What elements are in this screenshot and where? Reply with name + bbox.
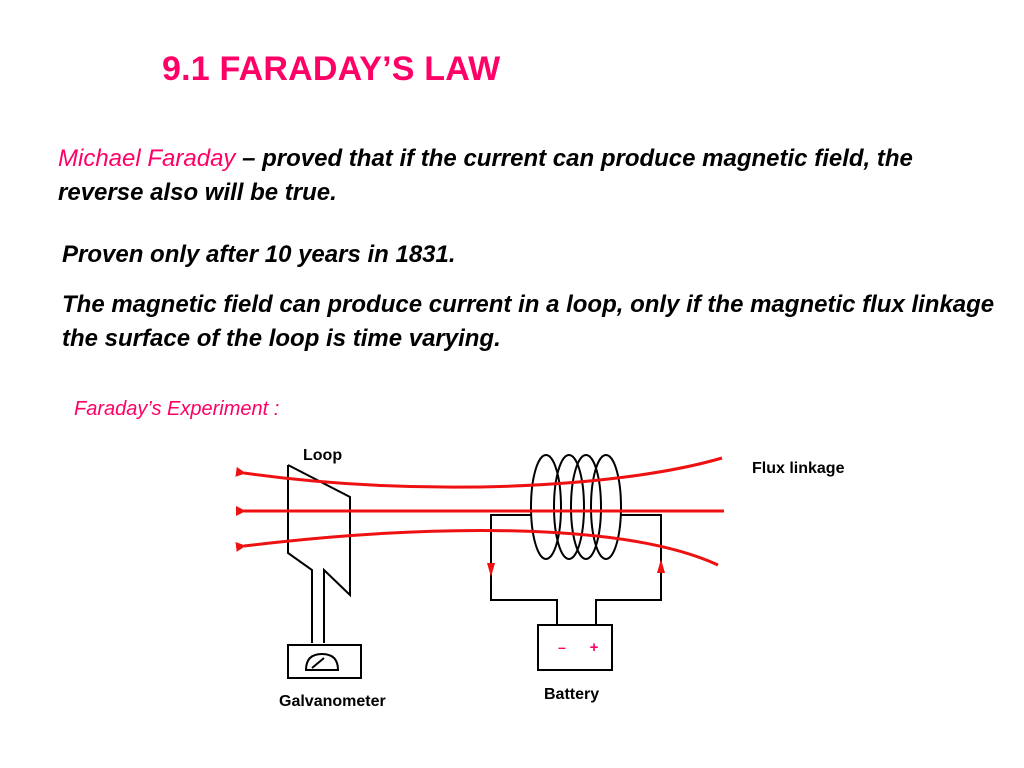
flux-lines [235, 456, 724, 567]
right-wire [595, 514, 662, 625]
flux-linkage-label: Flux linkage [752, 460, 845, 477]
coil-turn [590, 454, 622, 560]
coil [530, 454, 622, 560]
galvanometer-label: Galvanometer [279, 693, 386, 710]
page-title: 9.1 FARADAY’S LAW [162, 50, 501, 88]
battery-plus: + [590, 639, 599, 656]
coil-turn [553, 454, 585, 560]
statement-paragraph: The magnetic field can produce current i… [62, 291, 995, 352]
arrow-up-icon [657, 559, 665, 573]
intro-paragraph: Michael Faraday – proved that if the cur… [58, 142, 978, 210]
coil-turn [530, 454, 562, 560]
current-arrows [487, 559, 665, 577]
battery-circuit [490, 514, 662, 625]
faraday-name: Michael Faraday [58, 145, 236, 172]
battery-label: Battery [544, 686, 599, 703]
galvanometer-box [287, 644, 362, 679]
galvanometer-dial-icon [304, 652, 340, 671]
flux-line-bottom [235, 528, 719, 567]
loop-label: Loop [303, 447, 342, 464]
intro-text: – proved that if the current can produce… [58, 145, 913, 206]
battery-box [537, 624, 613, 671]
experiment-label: Faraday’s Experiment : [74, 398, 280, 420]
left-wire [490, 514, 558, 625]
battery: – + [537, 624, 613, 671]
loop-frame [287, 464, 351, 643]
arrow-down-icon [487, 563, 495, 577]
flux-line-top [235, 456, 723, 489]
coil-turn [570, 454, 602, 560]
galvanometer [287, 644, 362, 679]
battery-minus: – [558, 639, 566, 655]
proven-paragraph: Proven only after 10 years in 1831. [62, 241, 456, 268]
